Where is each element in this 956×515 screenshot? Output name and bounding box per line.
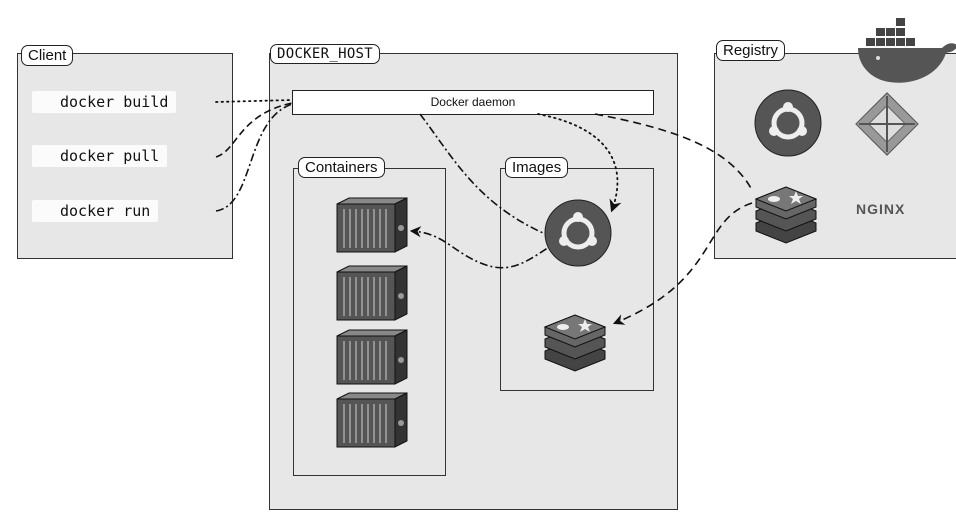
pull-from-registry-arrow — [594, 113, 753, 191]
docker-host-title: DOCKER_HOST — [270, 44, 381, 64]
ubuntu-icon — [754, 89, 822, 157]
run-to-container-arrow — [409, 113, 562, 269]
docker-run-command: docker run — [32, 200, 159, 222]
build-to-image-arrow — [537, 113, 622, 213]
container-icon — [336, 392, 408, 448]
images-title: Images — [505, 157, 569, 178]
docker-pull-command: docker pull — [32, 145, 168, 167]
client-title: Client — [21, 45, 74, 66]
whale-icon — [858, 18, 956, 83]
ubuntu-icon — [544, 199, 612, 267]
build-connector — [215, 99, 293, 103]
registry-title: Registry — [716, 40, 786, 61]
container-icon — [336, 265, 408, 321]
container-icon — [336, 197, 408, 253]
redis-icon — [544, 314, 606, 372]
containers-title: Containers — [298, 157, 385, 178]
nginx-logo: NGINX — [856, 201, 906, 217]
registry-panel — [714, 53, 956, 259]
docker-daemon-bar: Docker daemon — [292, 90, 654, 115]
pull-to-image-arrow — [612, 202, 753, 325]
container-icon — [336, 329, 408, 385]
run-connector — [215, 103, 293, 212]
centos-icon — [855, 92, 919, 156]
redis-icon — [755, 186, 817, 244]
docker-build-command: docker build — [32, 91, 177, 113]
pull-connector — [215, 102, 293, 158]
